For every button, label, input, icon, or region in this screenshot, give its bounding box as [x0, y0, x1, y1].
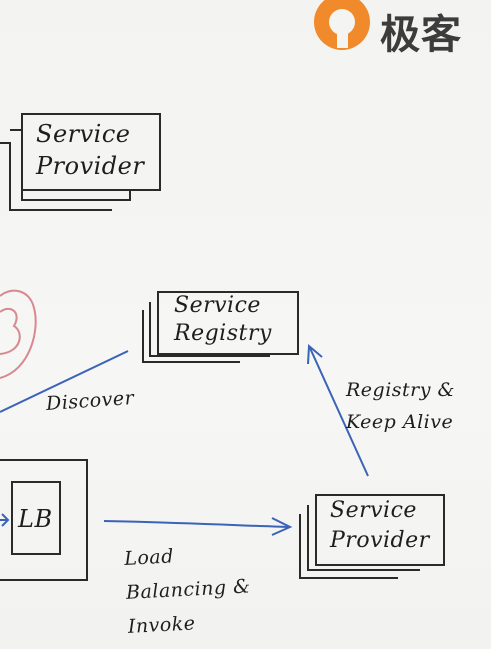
provider-top-label: Service Provider [36, 120, 145, 180]
provider-bottom-label: Service Provider [330, 498, 430, 553]
lb-label: LB [18, 505, 53, 533]
registry-stack [142, 291, 299, 363]
lb-input-arrow [0, 513, 10, 527]
logo-icon [314, 0, 370, 50]
discover-line [0, 350, 129, 413]
registry-keepalive-arrow [307, 343, 369, 477]
registry-label: Service Registry [174, 293, 272, 346]
lb-group [0, 459, 88, 581]
red-marker-scribble [0, 289, 37, 379]
load-balancing-label: Load Balancing & Invoke [123, 545, 252, 638]
logo-text: 极客 [380, 12, 462, 58]
load-balancing-arrow [103, 517, 293, 536]
provider-top-stack [0, 113, 161, 211]
provider-bottom-stack [299, 494, 445, 579]
registry-keepalive-label: Registry & Keep Alive [346, 379, 455, 433]
